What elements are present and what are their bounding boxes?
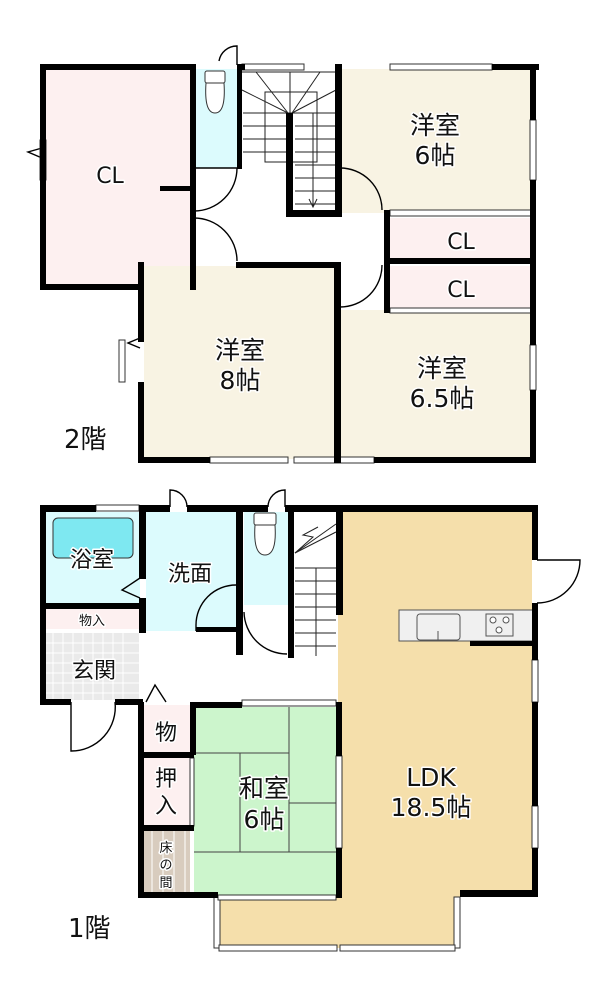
storage-small [144,705,192,755]
walls-2f [40,64,539,463]
floor-2: CL 洋室 6帖 CL CL 洋室 8帖 洋室 6.5帖 2階 [25,45,539,464]
windows-1f [95,504,539,952]
staircase-1f [294,523,337,656]
western-room-8 [144,266,337,459]
oshiire [144,758,192,826]
label-yoshitsu-6-5-size: 6.5帖 [410,384,475,413]
walls-1f [40,505,538,898]
floor-label-1f: 1階 [68,914,111,944]
toilet-icon [204,70,226,114]
label-tokonoma-1: 床 [159,841,172,856]
kitchen-counter [398,609,534,642]
doors-1f[interactable] [70,489,581,752]
label-yoshitsu-6-name: 洋室 [410,111,460,140]
label-storage: 物 [155,721,177,746]
label-washitsu-name: 和室 [239,774,289,803]
genkan-tiles [44,633,139,700]
label-ldk-size: 18.5帖 [391,793,472,822]
toilet-icon-1f [253,512,277,556]
washitsu-tatami [194,707,336,898]
label-genkan: 玄関 [72,659,116,684]
tokonoma [144,830,190,896]
closet-lower [390,266,531,310]
label-yoshitsu-6-size: 6帖 [415,141,456,170]
label-oshiire-1: 押 [155,767,177,792]
label-yoshitsu-6-5-name: 洋室 [417,354,467,383]
washroom [146,512,238,631]
label-yoshitsu-8-size: 8帖 [220,366,261,395]
doors-2f[interactable] [25,45,383,349]
label-ldk-name: LDK [406,763,456,792]
label-cl-lower: CL [447,278,475,303]
stove-burner-icon [489,616,497,624]
label-cl-large: CL [96,164,124,189]
label-bath: 浴室 [70,548,114,573]
floor-1: 浴室 洗面 物入 玄関 物 押 入 床 の 間 和室 6帖 LDK 18.5帖 … [40,489,581,952]
label-washitsu-size: 6帖 [244,805,285,834]
closet-large [44,69,192,286]
western-room-6-5 [340,310,531,459]
western-room-6 [340,69,531,213]
label-washroom: 洗面 [168,562,212,587]
label-cl-upper: CL [447,230,475,255]
closet-upper [390,218,531,261]
label-yoshitsu-8-name: 洋室 [215,336,265,365]
storage-entry [44,609,139,629]
label-tokonoma-2: の [159,858,172,873]
staircase-2f [241,71,340,209]
floor-label-2f: 2階 [64,425,107,455]
label-storage-entry: 物入 [79,614,105,629]
label-tokonoma-3: 間 [159,876,172,891]
bathtub [52,517,134,559]
label-oshiire-2: 入 [155,794,177,819]
